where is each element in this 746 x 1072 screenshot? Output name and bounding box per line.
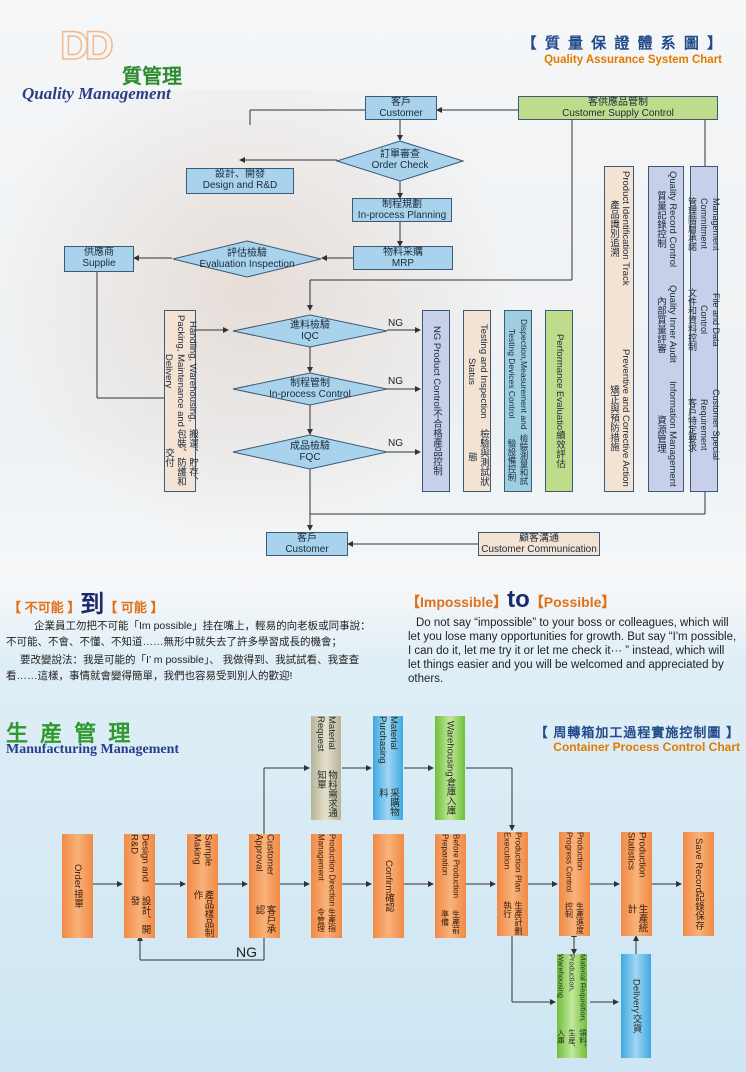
mfg-chart-zh: 【 周轉箱加工過程實施控制圖 】 bbox=[534, 725, 740, 740]
logo-en: Quality Management bbox=[22, 84, 171, 103]
mfg-title-zh: 生 産 管 理 bbox=[6, 721, 134, 746]
mfg-chart-en: Container Process Control Chart bbox=[553, 740, 740, 754]
slogan-zh-title: 【 不可能 】到【 可能 】 bbox=[8, 591, 164, 618]
mfg-title-en: Manufacturing Management bbox=[6, 742, 180, 757]
slogan-en-p1: Do not say “impossible” to your boss or … bbox=[408, 617, 737, 685]
mfg-connectors bbox=[93, 765, 682, 1005]
logo: DD 質管理 Quality Management bbox=[22, 24, 222, 106]
slogan-zh-p1: 企業員工勿把不可能「Im possible」挂在嘴上，輕易的向老板或同事說：不可… bbox=[6, 620, 371, 648]
ng-label-inprocess: NG bbox=[388, 376, 403, 387]
qa-connectors bbox=[96, 107, 706, 547]
mfg-ng-label: NG bbox=[236, 944, 257, 960]
material-requisition: Material Requisition, Production, Wareho… bbox=[557, 954, 588, 1058]
logo-zh: 質管理 bbox=[122, 66, 182, 88]
logo-mark: DD bbox=[59, 24, 114, 68]
slogan-en-title: 【Impossible】to【Possible】 bbox=[406, 586, 616, 613]
devices-node: Dispection,Measurement and Testing Devic… bbox=[504, 310, 532, 492]
qa-chart-title-zh: 【 質 量 保 證 體 系 圖 】 bbox=[521, 35, 724, 52]
ng-label-iqc: NG bbox=[388, 318, 403, 329]
handling-node: Handling, Warehousing, Packing, Maintena… bbox=[163, 310, 198, 492]
qa-chart-title-en: Quality Assurance System Chart bbox=[544, 54, 722, 66]
ng-label-fqc: NG bbox=[388, 438, 403, 449]
slogan-zh-p2: 要改變說法：我是可能的「I’ m possible」、 我做得到、我試試看、我查… bbox=[6, 654, 360, 682]
